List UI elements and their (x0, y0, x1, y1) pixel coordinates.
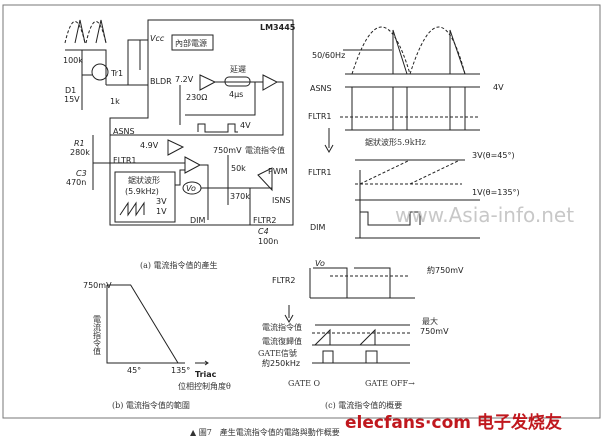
sawtooth-trace (355, 159, 462, 185)
sawtooth-icon (119, 201, 145, 217)
gate-on-label: GATE O (288, 379, 320, 388)
y-axis-label: 電流指令值 (93, 315, 102, 356)
internal-power-label: 內部電源 (175, 38, 207, 48)
gate-waveforms (312, 324, 410, 364)
panel-a-caption: (a) 電流指令值的產生 (140, 260, 218, 270)
cmd-value-label: 電流指令值 (245, 145, 285, 155)
sawtooth-label: 鋸狀波形5.9kHz (365, 137, 426, 147)
delay-label: 延遲 (230, 64, 246, 74)
fltr1-pin: FLTR1 (113, 156, 137, 165)
v4-label: 4V (493, 83, 504, 92)
freq-label: 50/60Hz (312, 51, 345, 60)
v49-label: 4.9V (140, 141, 159, 150)
reset-label: 電流復歸值 (262, 336, 302, 346)
asns-label: ASNS (310, 84, 332, 93)
r370k-label: 370k (230, 192, 250, 201)
cmd-label: 電流指令值 (262, 322, 302, 332)
down-arrow-2 (284, 305, 294, 324)
asns-pin: ASNS (113, 127, 135, 136)
gate-signal-label: GATE信號 (258, 348, 297, 358)
dim-pin: DIM (190, 216, 206, 225)
fltr2-label: FLTR2 (272, 276, 296, 285)
v72-label: 7.2V (175, 75, 194, 84)
v1-label: 1V(θ=135°) (472, 188, 520, 197)
sawtooth-3v: 3V (156, 197, 167, 206)
internal-power-box (171, 34, 214, 51)
panel-a-circuit: LM3445 Vcc 內部電源 100k Tr1 D1 15V 1k BLDR … (63, 19, 296, 270)
command-value-line (107, 284, 179, 364)
r230-label: 230Ω (186, 93, 207, 102)
x-label-triac: Triac (195, 370, 217, 379)
gate-freq-label: 約250kHz (262, 358, 300, 368)
tr1-label: Tr1 (110, 69, 123, 78)
d1-label: D1 (65, 86, 76, 95)
sawtooth-1v: 1V (156, 207, 167, 216)
v750-label: 約750mV (427, 265, 464, 275)
down-arrow-1 (324, 128, 334, 154)
pwm-label: PWM (268, 167, 288, 176)
max-label: 最大 (422, 316, 438, 326)
asia-info-watermark: www.Asia-info.net (395, 203, 574, 227)
dim-label: DIM (310, 223, 326, 232)
ac-waveform (351, 26, 466, 75)
vo-label: Vo (186, 184, 196, 193)
fltr1-wiring (110, 162, 209, 220)
dim-waveform (359, 211, 421, 226)
vo-waveform (309, 267, 415, 299)
y-max-label: 750mV (83, 281, 112, 290)
sawtooth-freq: (5.9kHz) (125, 187, 159, 196)
figure-caption: ▲ 圖7 產生電流指令值的電路與動作概要 (190, 427, 340, 437)
panel-b-graph: 750mV 電流指令值 45° 135° Triac 位相控制角度θ (b) 電… (83, 281, 231, 410)
r1-label: R1 (74, 139, 85, 148)
tr1-symbol (91, 63, 109, 81)
vo-label: Vo (315, 259, 325, 268)
fltr2-pin: FLTR2 (253, 216, 277, 225)
gate-off-label: GATE OFF→ (365, 379, 415, 388)
v3-label: 3V(θ=45°) (472, 151, 515, 160)
figure-border (2, 4, 601, 419)
fltr1-label: FLTR1 (308, 112, 332, 121)
panel-c-caption: (c) 電流指令值的概要 (325, 400, 402, 410)
panel-b-caption: (b) 電流指令值的範圍 (112, 400, 190, 410)
lm3445-outline (109, 19, 294, 226)
r100k-label: 100k (63, 56, 83, 65)
delay-time: 4μs (229, 90, 243, 99)
output-wiring (201, 155, 273, 225)
c4-label: C4 (258, 227, 269, 236)
elecfans-watermark: elecfans·com 电子发烧友 (345, 412, 562, 433)
sawtooth-box (114, 171, 176, 223)
r1k-label: 1k (110, 97, 120, 106)
input-wiring (65, 39, 148, 110)
bldr-pin: BLDR (150, 77, 172, 86)
r1-value: 280k (70, 148, 90, 157)
fltr1-amplifiers (167, 139, 202, 174)
graph-axes (106, 285, 185, 364)
panel-c-waveforms: 50/60Hz ASNS 4V FLTR1 鋸狀波形5.9kHz FLTR1 3… (258, 26, 574, 410)
chip-label: LM3445 (260, 23, 296, 32)
max-value: 750mV (420, 327, 449, 336)
fltr1-label-2: FLTR1 (308, 168, 332, 177)
asns-waveform (345, 29, 480, 131)
x-label-angle: 位相控制角度θ (178, 381, 231, 391)
x-tick-45: 45° (127, 366, 141, 375)
vcc-label: Vcc (150, 34, 165, 43)
c3-label: C3 (76, 169, 87, 178)
isns-pin: ISNS (272, 196, 291, 205)
x-tick-135: 135° (171, 366, 190, 375)
r1-c3-wiring (92, 135, 110, 190)
sawtooth-title: 鋸狀波形 (128, 175, 160, 185)
input-waveform-cut (74, 19, 107, 44)
c3-value: 470n (66, 178, 86, 187)
pulse-waveform (197, 123, 238, 133)
x-axis-arrow (195, 360, 209, 366)
v750-label: 750mV (213, 146, 242, 155)
r50k-label: 50k (231, 164, 246, 173)
c4-value: 100n (258, 237, 278, 246)
d1-voltage: 15V (64, 95, 80, 104)
pulse-4v-label: 4V (240, 121, 251, 130)
bldr-wiring (110, 81, 284, 136)
